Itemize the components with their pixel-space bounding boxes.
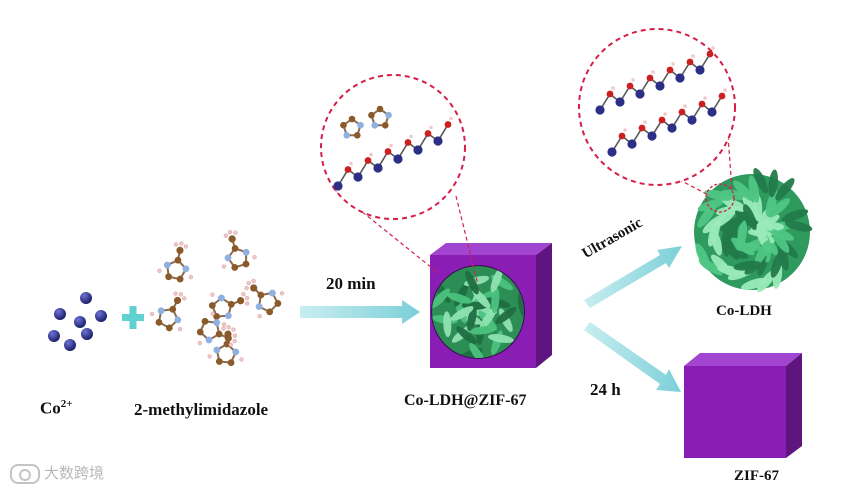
imidazole-molecule [212, 225, 258, 274]
watermark: 大数跨境 [10, 462, 104, 484]
time-20min-label: 20 min [326, 274, 376, 294]
co-ldh-label: Co-LDH [716, 303, 772, 320]
ldh-structure-zoom [579, 29, 735, 196]
zif67-cube [684, 353, 802, 458]
imidazole-molecule [147, 284, 198, 337]
core-shell-cube [429, 243, 552, 368]
time-24h-label: 24 h [590, 380, 621, 400]
zif67-label: ZIF-67 [734, 468, 779, 485]
watermark-logo-icon [10, 464, 40, 484]
cobalt-ion-label: Co2+ [40, 398, 73, 419]
plus-icon [122, 306, 144, 329]
imidazole-molecule [156, 238, 199, 285]
cobalt-ions [48, 292, 107, 351]
intermediate-label: Co-LDH@ZIF-67 [404, 392, 526, 410]
co-ldh-flower [693, 166, 814, 294]
imidazole-molecule [207, 323, 247, 367]
imidazole-molecules [147, 225, 289, 367]
arrow-20min [300, 300, 420, 324]
ligand-label: 2-methylimidazole [134, 400, 268, 420]
